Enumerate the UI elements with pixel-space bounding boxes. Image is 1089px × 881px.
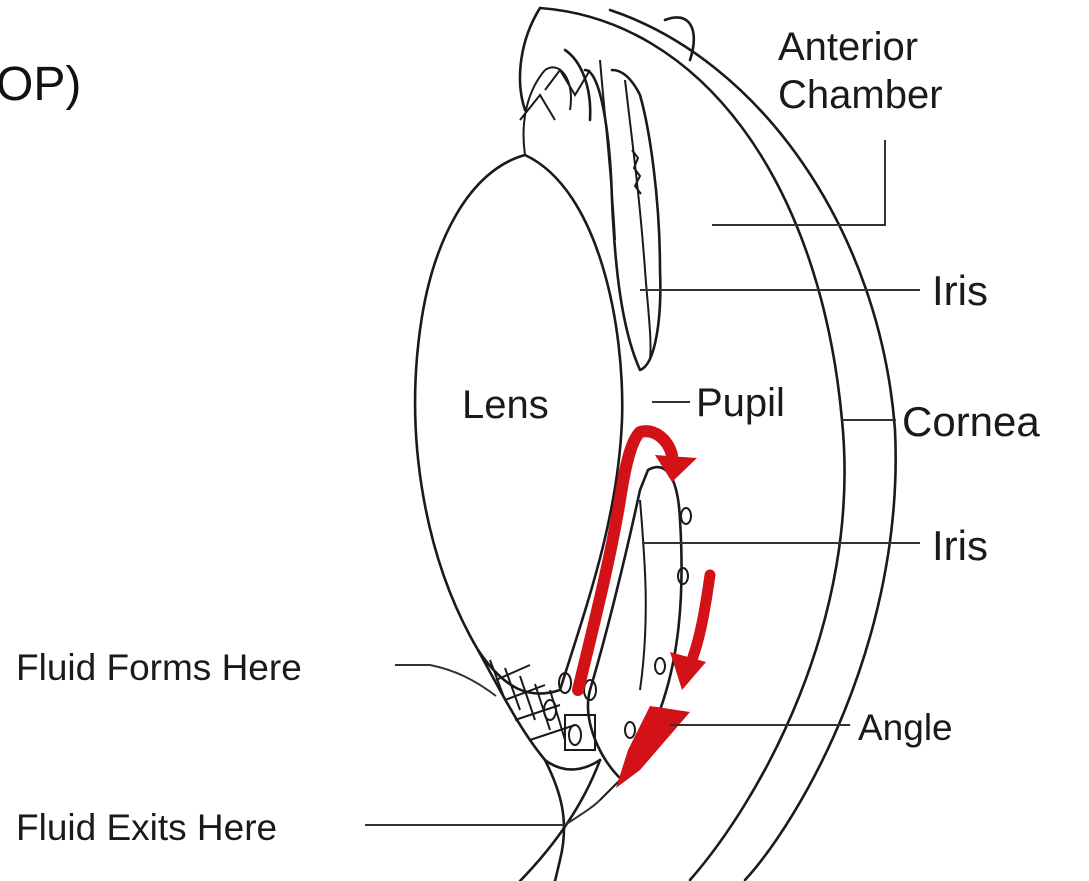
label-fluid-forms: Fluid Forms Here: [16, 647, 302, 688]
upper-iris-shape: [585, 60, 660, 370]
label-iris-lower: Iris: [932, 522, 988, 569]
label-anterior-line2: Chamber: [778, 73, 943, 117]
fluid-flow-angle-wedge: [616, 706, 690, 788]
label-anterior-line1: Anterior: [778, 25, 918, 69]
label-pupil: Pupil: [696, 381, 785, 425]
label-cornea: Cornea: [902, 398, 1040, 445]
label-iris-upper: Iris: [932, 267, 988, 314]
fluid-flow-down-arrowhead: [670, 652, 706, 690]
label-lens: Lens: [462, 383, 549, 427]
ciliary-body-top: [520, 8, 590, 120]
labels: Anterior Chamber Iris Cornea Pupil Lens …: [16, 25, 1040, 848]
fluid-flow-arrows: [578, 431, 710, 788]
label-fluid-exits: Fluid Exits Here: [16, 807, 277, 848]
lens-shape: [415, 67, 622, 693]
label-angle: Angle: [858, 707, 953, 748]
fluid-flow-down-path: [690, 575, 710, 665]
slide-title-fragment: OP): [0, 58, 81, 111]
